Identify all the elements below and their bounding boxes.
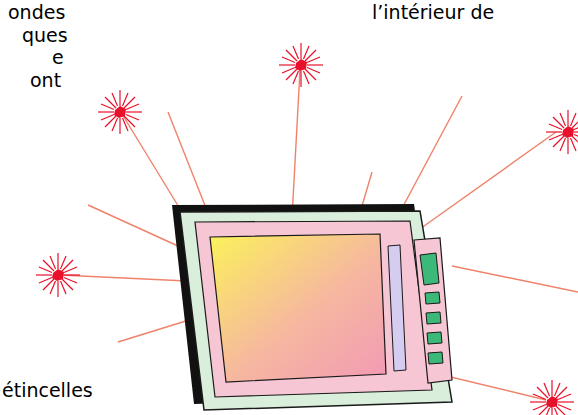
text-fragment: e xyxy=(52,46,64,68)
text-fragment: étincelles xyxy=(2,379,93,401)
microwave-oven xyxy=(172,204,452,410)
text-fragment: ont xyxy=(30,69,61,91)
text-fragment: ondes xyxy=(8,1,65,23)
text-fragment: ques xyxy=(22,24,68,46)
text-fragment: l’intérieur de xyxy=(372,1,494,23)
wave-rays xyxy=(60,70,578,400)
spark-symbols xyxy=(36,43,578,415)
